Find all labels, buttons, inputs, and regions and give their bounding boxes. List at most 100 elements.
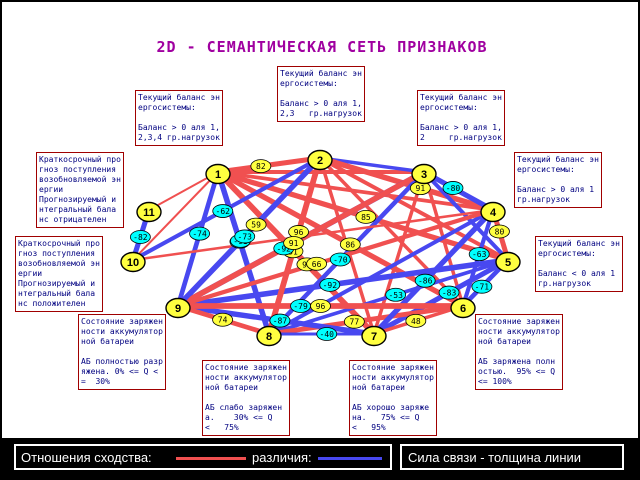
edge-weight-5-7: -83 <box>438 285 460 300</box>
edge-weight-text: 48 <box>411 317 421 326</box>
edge-weight-text: -83 <box>442 289 457 298</box>
node-label: 2 <box>317 155 323 167</box>
legend-thickness: Сила связи - толщина линии <box>400 444 624 470</box>
node-label: 11 <box>143 207 155 219</box>
legend-similarity-label: Отношения сходства: <box>21 450 152 465</box>
edge-weight-1-2: 82 <box>250 159 272 174</box>
desc-box-7: Состояние заряжен ности аккумулятор ной … <box>349 360 437 436</box>
edge-weight-text: 86 <box>345 240 355 249</box>
edge-weight-4-6: -63 <box>468 247 490 262</box>
edge-weight-text: -74 <box>192 230 207 239</box>
desc-box-9: Состояние заряжен ности аккумулятор ной … <box>78 314 166 390</box>
edge-5-9 <box>175 257 511 309</box>
edge-weight-1-5: 85 <box>355 209 377 224</box>
weight-label-layer: 82858696-89-749131-91-80-70-9280-63-71-8… <box>129 159 510 341</box>
node-7[interactable]: 7 <box>361 325 387 347</box>
edge-weight-7-9: -87 <box>269 313 291 328</box>
node-3[interactable]: 3 <box>411 163 437 185</box>
edge-weight-text: -79 <box>293 302 308 311</box>
edge-weight-text: 80 <box>495 228 505 237</box>
node-5[interactable]: 5 <box>495 251 521 273</box>
desc-box-10: Краткосрочный про гноз поступления возоб… <box>15 236 103 312</box>
semantic-network: 82858696-89-749131-91-80-70-9280-63-71-8… <box>120 149 521 347</box>
edge-weight-text: 74 <box>218 316 228 325</box>
legend-thickness-label: Сила связи - толщина линии <box>408 450 582 465</box>
edge-weight-5-9: -92 <box>319 277 341 292</box>
edge-weight-text: -86 <box>418 277 433 286</box>
edge-1-10 <box>132 171 219 261</box>
node-label: 3 <box>421 169 427 181</box>
desc-box-3: Текущий баланс эн ергосистемы: Баланс > … <box>417 90 505 146</box>
edge-weight-9-2: 59 <box>245 217 267 232</box>
edge-weight-text: -92 <box>277 244 292 253</box>
edge-1-4 <box>216 170 495 212</box>
edge-weight-6-8: 77 <box>343 314 365 329</box>
node-2[interactable]: 2 <box>307 149 333 171</box>
edge-6-8 <box>266 303 466 337</box>
edge-weight-text: 91 <box>289 239 299 248</box>
edge-weight-text: -82 <box>133 233 148 242</box>
desc-box-1: Текущий баланс эн ергосистемы: Баланс > … <box>135 90 223 146</box>
edge-weight-text: 77 <box>350 318 360 327</box>
desc-box-5: Текущий баланс эн ергосистемы: Баланс < … <box>535 236 623 292</box>
legend-relations: Отношения сходства: различия: <box>14 444 392 470</box>
edge-weight-3-4: -80 <box>442 181 464 195</box>
desc-box-2: Текущий баланс эн ергосистемы: Баланс > … <box>277 66 365 122</box>
edge-weight-text: 85 <box>361 213 371 222</box>
edge-weight-text: -73 <box>238 232 253 241</box>
node-11[interactable]: 11 <box>136 201 162 223</box>
edge-weight-text: -53 <box>388 291 403 300</box>
edge-7-4 <box>371 207 496 337</box>
edge-weight-6-9: -79 <box>290 299 311 313</box>
node-8[interactable]: 8 <box>256 325 282 347</box>
edge-weight-9-3: 91 <box>283 236 305 250</box>
edge-weight-5-8: -53 <box>385 287 407 302</box>
edge-weight-text: -92 <box>323 281 338 290</box>
node-label: 9 <box>175 303 181 315</box>
edge-weight-2-9: -73 <box>234 229 256 244</box>
desc-box-11: Краткосрочный про гноз поступления возоб… <box>36 152 124 228</box>
node-4[interactable]: 4 <box>480 201 506 223</box>
edge-weight-text: -70 <box>333 255 348 264</box>
edge-weight-4-5: 80 <box>489 224 510 239</box>
edge-weight-2-10: -62 <box>212 204 234 218</box>
node-label: 6 <box>460 303 466 315</box>
edge-weight-6-7: 48 <box>405 313 427 328</box>
edge-weight-text: -80 <box>446 184 461 193</box>
node-10[interactable]: 10 <box>120 251 146 273</box>
node-9[interactable]: 9 <box>165 297 191 319</box>
legend-similarity-line <box>176 457 246 460</box>
edge-layer <box>130 155 511 337</box>
node-6[interactable]: 6 <box>450 297 476 319</box>
edge-weight-text: -71 <box>475 283 490 292</box>
edge-weight-10-11: -82 <box>129 230 151 244</box>
node-label: 7 <box>371 331 377 343</box>
desc-box-4: Текущий баланс эн ергосистемы: Баланс > … <box>514 152 602 208</box>
node-1[interactable]: 1 <box>205 163 231 185</box>
edge-5-7 <box>371 257 511 337</box>
edge-weight-9-4: 66 <box>306 256 328 271</box>
desc-box-8: Состояние заряжен ности аккумулятор ной … <box>202 360 290 436</box>
edge-weight-text: -62 <box>216 207 231 216</box>
legend-difference-label: различия: <box>252 450 312 465</box>
edge-weight-7-8: -40 <box>316 327 338 341</box>
edge-weight-5-6: -71 <box>471 279 493 294</box>
node-label: 5 <box>505 257 511 269</box>
edge-weight-text: -87 <box>273 317 288 326</box>
legend-difference-line <box>318 457 382 460</box>
edge-weight-3-8: -70 <box>329 252 351 267</box>
edge-weight-9-6: 96 <box>310 299 331 313</box>
desc-box-6: Состояние заряжен ности аккумулятор ной … <box>475 314 563 390</box>
edge-weight-text: -40 <box>320 330 335 339</box>
edge-weight-text: 96 <box>316 302 326 311</box>
diagram-canvas: 82858696-89-749131-91-80-70-9280-63-71-8… <box>2 2 638 438</box>
edge-weight-text: 66 <box>312 260 322 269</box>
edge-weight-text: 82 <box>256 162 266 171</box>
edge-weight-1-9: -74 <box>189 226 211 241</box>
edge-weight-7-4: -86 <box>414 273 436 288</box>
edge-weight-1-6: 86 <box>339 237 361 252</box>
edge-weight-text: 59 <box>251 221 261 230</box>
node-label: 10 <box>127 257 139 269</box>
edge-weight-text: 96 <box>294 228 304 237</box>
